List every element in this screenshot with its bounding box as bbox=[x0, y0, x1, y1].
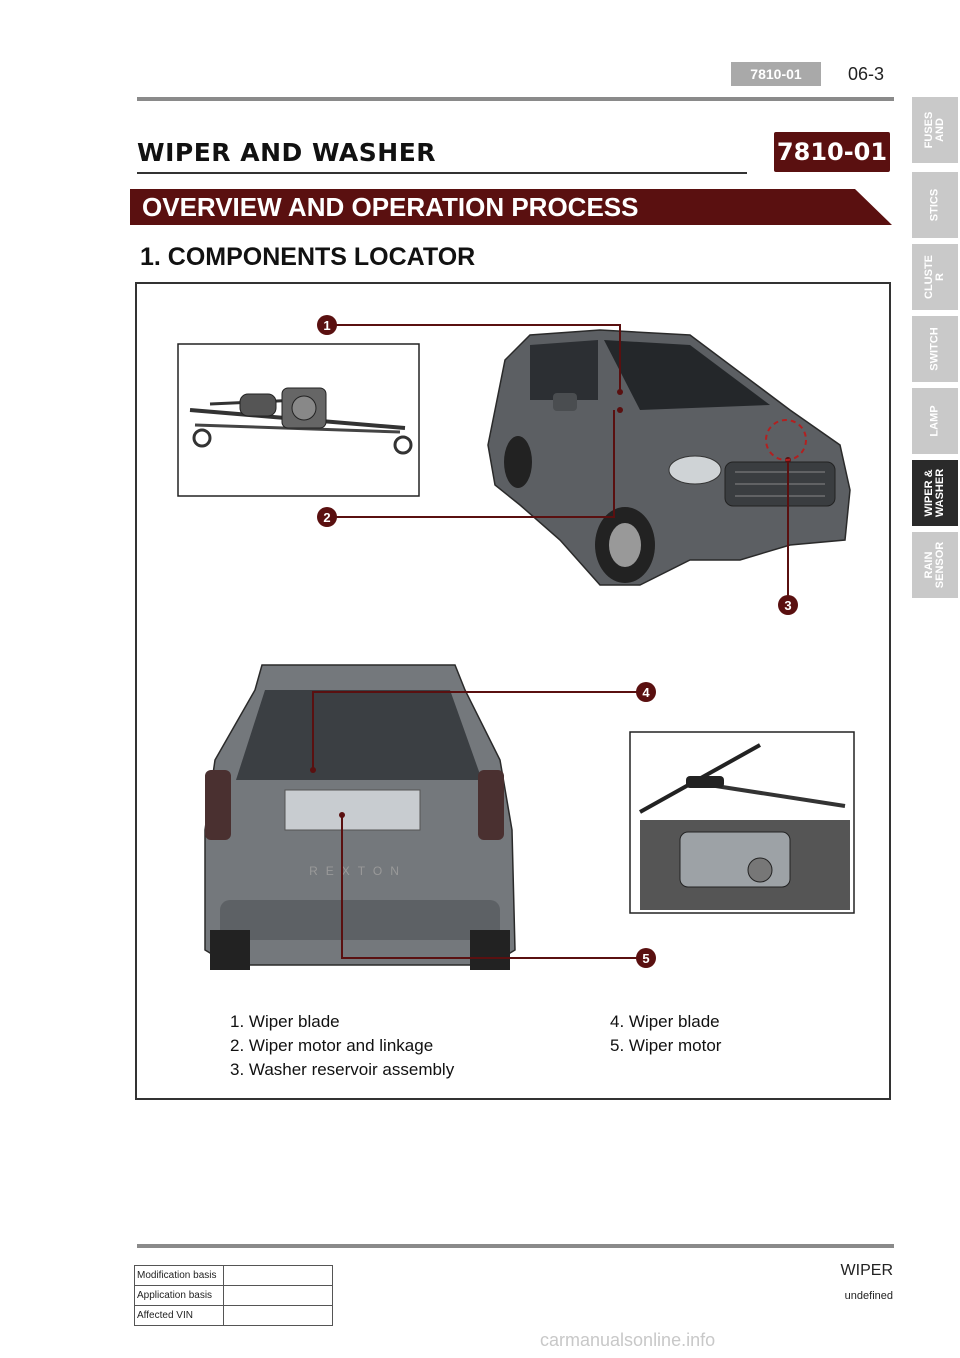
figure-panel bbox=[135, 282, 891, 1100]
basis-label: Affected VIN bbox=[134, 1305, 224, 1326]
basis-table: Modification basis Application basis Aff… bbox=[134, 1265, 333, 1326]
svg-text:REXTON: REXTON bbox=[309, 864, 407, 878]
caption-item: 1. Wiper blade bbox=[230, 1012, 340, 1031]
reservoir-highlight-circle bbox=[765, 419, 807, 461]
header-code-badge: 7810-01 bbox=[731, 62, 821, 86]
basis-label: Modification basis bbox=[134, 1265, 224, 1286]
side-tab-rain-sensor[interactable]: RAIN SENSOR bbox=[912, 532, 958, 598]
table-row: Application basis bbox=[134, 1285, 333, 1306]
side-tab-wiper-washer[interactable]: WIPER & WASHER bbox=[912, 460, 958, 526]
rear-car-illustration: REXTON bbox=[204, 664, 516, 970]
svg-text:3: 3 bbox=[784, 598, 791, 613]
caption-item: 2. Wiper motor and linkage bbox=[230, 1036, 434, 1055]
watermark: carmanualsonline.info bbox=[540, 1330, 716, 1350]
footer-chapter: WIPER bbox=[840, 1262, 893, 1279]
svg-text:5: 5 bbox=[642, 951, 649, 966]
overview-banner-shape bbox=[130, 189, 892, 225]
table-row: Affected VIN bbox=[134, 1305, 333, 1326]
caption-item: 5. Wiper motor bbox=[610, 1036, 722, 1055]
basis-value bbox=[223, 1305, 333, 1326]
basis-value bbox=[223, 1285, 333, 1306]
callout-1: 1 bbox=[317, 315, 337, 335]
front-car-illustration bbox=[487, 329, 851, 586]
footer-subtitle: undefined bbox=[844, 1290, 893, 1302]
basis-label: Application basis bbox=[134, 1285, 224, 1306]
callout-5: 5 bbox=[636, 948, 656, 968]
caption-list-left: 1. Wiper blade 2. Wiper motor and linkag… bbox=[230, 1010, 454, 1082]
callout-4: 4 bbox=[636, 682, 656, 702]
side-tab-cluster[interactable]: CLUSTE R bbox=[912, 244, 958, 310]
svg-text:4: 4 bbox=[642, 685, 650, 700]
basis-value bbox=[223, 1265, 333, 1286]
bottom-divider bbox=[137, 1244, 894, 1248]
svg-text:1: 1 bbox=[323, 318, 330, 333]
section-title-underline bbox=[137, 172, 747, 174]
rear-wiper-inset bbox=[629, 731, 855, 914]
side-tab-lamp[interactable]: LAMP bbox=[912, 388, 958, 454]
table-row: Modification basis bbox=[134, 1265, 333, 1286]
leader-lines bbox=[312, 324, 789, 959]
side-tab-fuses[interactable]: FUSES AND bbox=[912, 97, 958, 163]
callout-3: 3 bbox=[778, 595, 798, 615]
page-number: 06-3 bbox=[848, 64, 885, 84]
wiper-linkage-inset bbox=[177, 343, 420, 497]
side-tab-switch[interactable]: SWITCH bbox=[912, 316, 958, 382]
caption-item: 4. Wiper blade bbox=[610, 1012, 720, 1031]
side-tab-diagnostics[interactable]: STICS bbox=[912, 172, 958, 238]
caption-item: 3. Washer reservoir assembly bbox=[230, 1060, 455, 1079]
section-title: WIPER AND WASHER bbox=[137, 138, 437, 167]
components-locator-heading: 1. COMPONENTS LOCATOR bbox=[140, 243, 476, 271]
svg-text:2: 2 bbox=[323, 510, 330, 525]
callout-2: 2 bbox=[317, 507, 337, 527]
top-divider bbox=[137, 97, 894, 101]
caption-list-right: 4. Wiper blade 5. Wiper motor bbox=[610, 1010, 721, 1058]
section-code-badge: 7810-01 bbox=[774, 132, 890, 172]
overview-banner-text: OVERVIEW AND OPERATION PROCESS bbox=[142, 192, 639, 222]
